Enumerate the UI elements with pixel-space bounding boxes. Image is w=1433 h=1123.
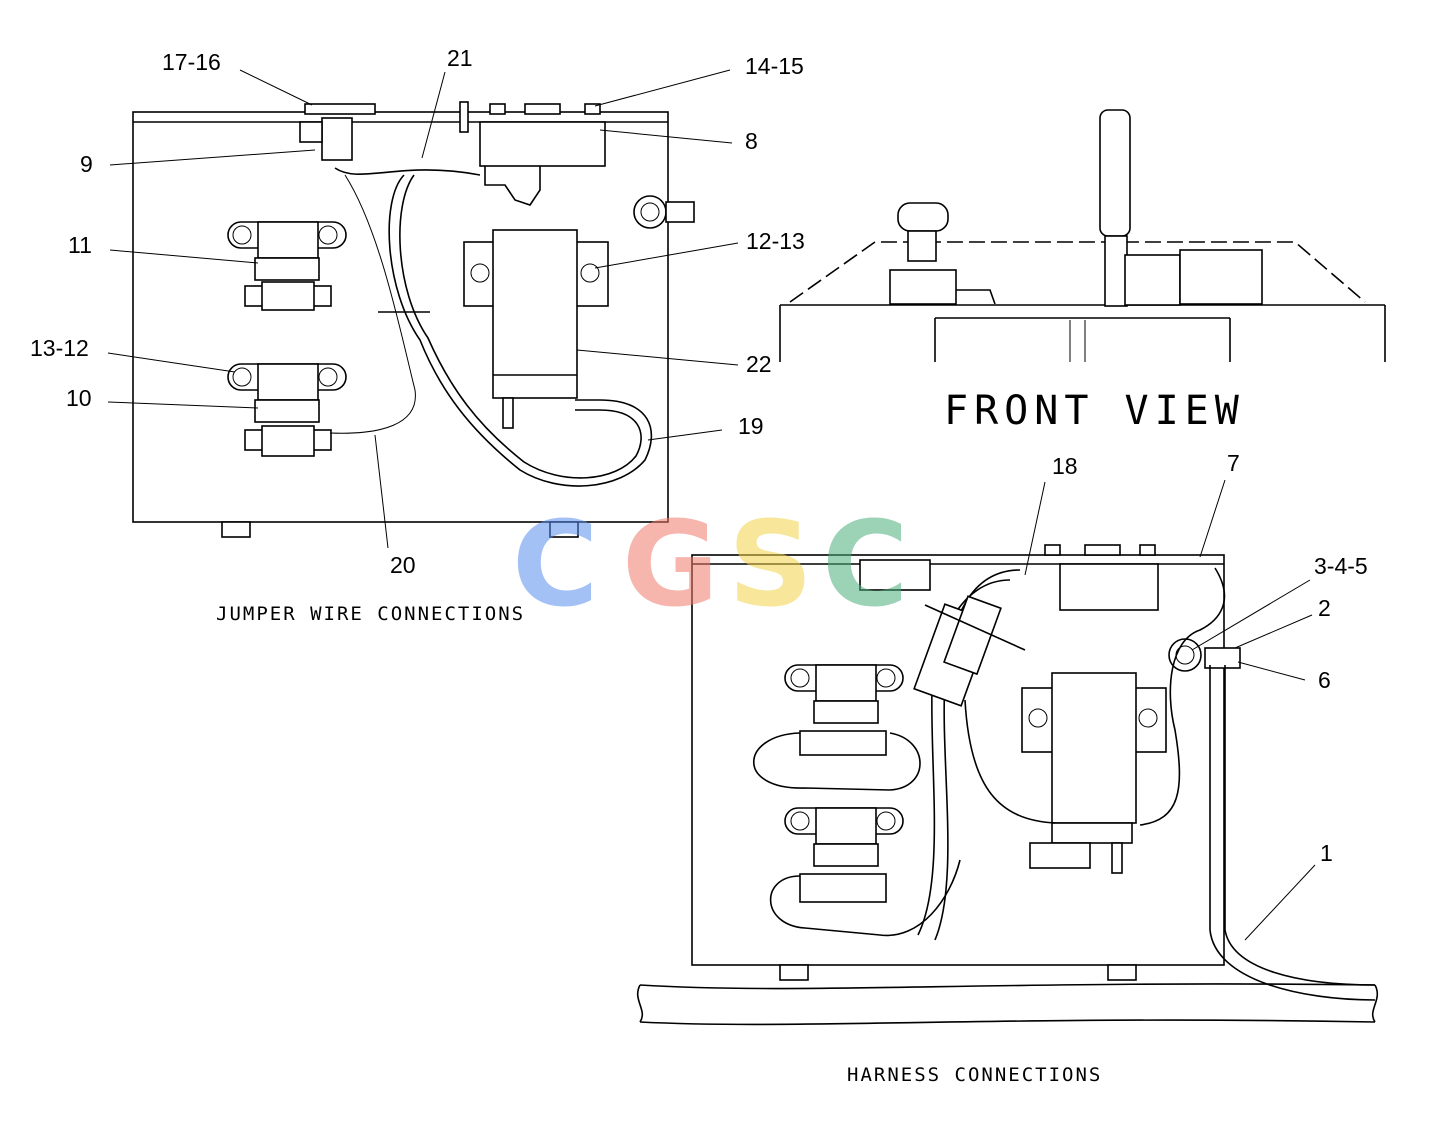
callout-22: 22	[746, 351, 772, 377]
callout-3-4-5: 3-4-5	[1314, 553, 1368, 579]
harness-panel	[691, 554, 1225, 966]
jumper-view	[132, 101, 695, 538]
watermark-letter-3: S	[728, 495, 813, 633]
callout-13-12: 13-12	[30, 335, 89, 361]
watermark-letter-1: C	[512, 495, 599, 633]
callout-7: 7	[1227, 450, 1240, 476]
solenoid-11	[227, 221, 347, 311]
callout-1: 1	[1320, 840, 1333, 866]
callout-20: 20	[390, 552, 416, 578]
jumper-title: JUMPER WIRE CONNECTIONS	[216, 603, 525, 625]
watermark-logo: C G S C	[512, 495, 909, 633]
callout-12-13: 12-13	[746, 228, 805, 254]
callout-8: 8	[745, 128, 758, 154]
callout-14-15: 14-15	[745, 53, 804, 79]
callout-17-16: 17-16	[162, 49, 221, 75]
harness-view	[636, 544, 1379, 1026]
relay-8	[479, 121, 606, 167]
callout-9: 9	[80, 151, 93, 177]
watermark-letter-2: G	[622, 495, 719, 633]
callout-10: 10	[66, 385, 92, 411]
relay-7	[1059, 563, 1159, 611]
harness-title: HARNESS CONNECTIONS	[847, 1064, 1102, 1086]
leader-lines	[107, 69, 1316, 941]
front-view-title: FRONT VIEW	[944, 388, 1245, 434]
callout-21: 21	[447, 45, 473, 71]
callout-18: 18	[1052, 453, 1078, 479]
callout-11: 11	[68, 232, 92, 258]
jumper-panel	[132, 111, 669, 523]
component-22	[463, 229, 609, 429]
callout-6: 6	[1318, 667, 1331, 693]
callout-2: 2	[1318, 595, 1331, 621]
front-view	[779, 109, 1386, 362]
solenoid-10	[227, 363, 347, 457]
watermark-letter-4: C	[822, 495, 909, 633]
callout-19: 19	[738, 413, 764, 439]
